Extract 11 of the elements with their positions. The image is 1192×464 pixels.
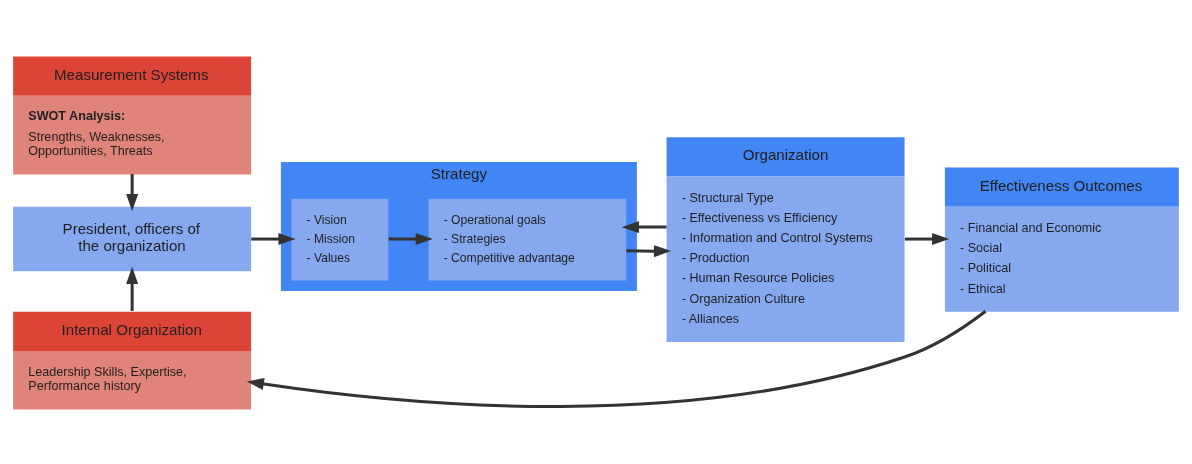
- arrow: [126, 173, 139, 211]
- node-box: - Operational goals - Strategies - Competitive advantage: [428, 198, 627, 280]
- arrow: [904, 232, 950, 245]
- node-box: - Vision - Mission - Values: [291, 198, 389, 280]
- arrow: [251, 232, 296, 245]
- arrow: [246, 309, 987, 408]
- arrow: [126, 266, 139, 311]
- arrow: [388, 232, 433, 245]
- arrow: [626, 244, 672, 257]
- node-box: President, officers of the organization: [13, 206, 252, 271]
- arrow: [621, 220, 667, 233]
